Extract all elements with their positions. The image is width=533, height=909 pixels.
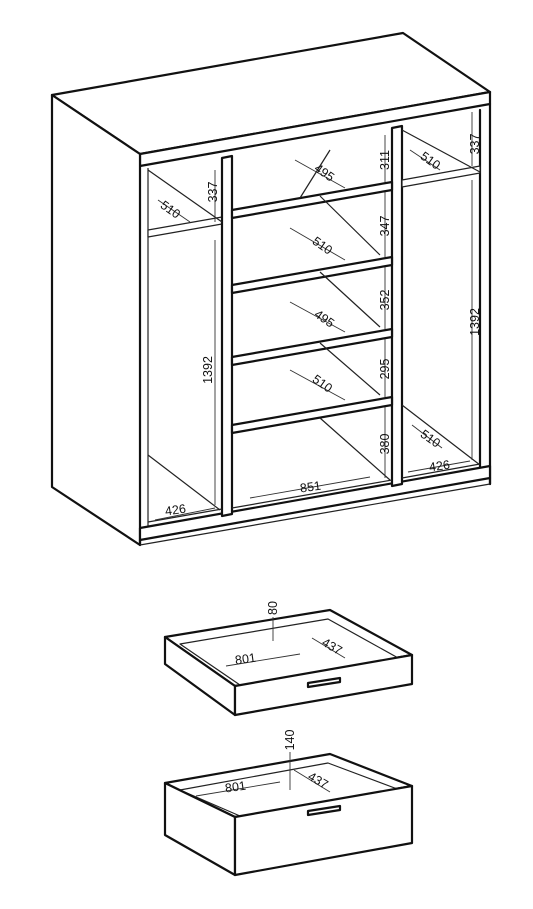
label-right-bottom-width: 426 [428,458,451,475]
label-drawer-large-width: 801 [224,779,247,796]
left-top-back-line [147,169,223,223]
center-shelf-4 [230,395,394,435]
center-back-line-1 [299,149,331,199]
dim-line-right-bottom-width [407,460,471,473]
drawer-large-handle [306,804,342,817]
center-back-line-5 [319,417,391,481]
center-back-line-4 [319,342,381,396]
cabinet-drawing: 510 337 1392 426 495 311 510 347 495 352… [50,31,492,547]
label-left-top-depth: 510 [158,198,183,221]
dim-line-drawer-large-width [195,781,281,797]
label-right-top-height: 337 [468,134,482,155]
left-back-line [147,454,221,511]
drawer-small-drawing: 80 801 437 [163,601,414,717]
center-shelf-1 [230,180,394,220]
center-floor-line [231,479,393,509]
left-divider [220,154,234,518]
label-drawer-small-width: 801 [234,651,257,668]
left-floor-line [147,508,223,523]
drawer-small-handle [306,676,342,689]
right-back-line [401,404,481,466]
dim-line-shelf-3-depth [289,301,346,333]
dim-line-drawer-large-depth [293,769,331,793]
label-left-top-height: 337 [206,182,220,203]
dim-line-drawer-small-depth [311,637,346,659]
dim-line-right-top-depth [409,149,441,171]
label-shelf-2-gap: 347 [378,216,392,237]
label-drawer-large-height: 140 [283,730,297,751]
dim-line-shelf-4-depth [289,369,346,401]
label-bottom-gap: 380 [378,434,392,455]
label-left-tall-height: 1392 [201,356,215,384]
left-top-shelf [147,216,223,238]
dim-line-left-bottom-width [154,507,216,521]
label-left-bottom-width: 426 [164,502,187,519]
right-top-shelf [401,165,481,188]
right-top-back-line [401,129,481,173]
drawer-large-drawing: 140 801 437 [163,730,414,877]
center-shelf-2 [230,255,394,295]
label-center-bottom-width: 851 [299,479,322,496]
dim-line-shelf-2-depth [289,227,346,261]
center-back-line-3 [319,271,381,328]
dim-line-shelf-1-depth [294,159,346,189]
center-back-line-2 [319,195,381,256]
cabinet-bottom-front-edge [138,464,492,542]
cabinet-left-side-panel [50,93,142,547]
label-shelf-4-gap: 295 [378,359,392,380]
label-right-bottom-depth: 510 [418,427,443,450]
dim-line-right-bottom-depth [411,424,443,449]
label-shelf-1-gap: 311 [378,150,392,170]
label-drawer-small-height: 80 [266,601,280,615]
right-floor-line [401,463,481,479]
dim-line-drawer-small-width [225,653,301,667]
center-shelf-3 [230,327,394,367]
drawer-large-front [233,784,414,877]
dim-line-left-top-depth [157,199,191,223]
label-right-tall-height: 1392 [468,308,482,336]
right-divider [390,124,404,488]
label-shelf-3-depth: 495 [312,307,337,330]
label-shelf-2-depth: 510 [310,234,335,257]
cabinet-plinth-line [139,483,491,546]
label-shelf-3-gap: 352 [378,290,392,311]
dim-line-center-bottom-width [249,476,371,499]
